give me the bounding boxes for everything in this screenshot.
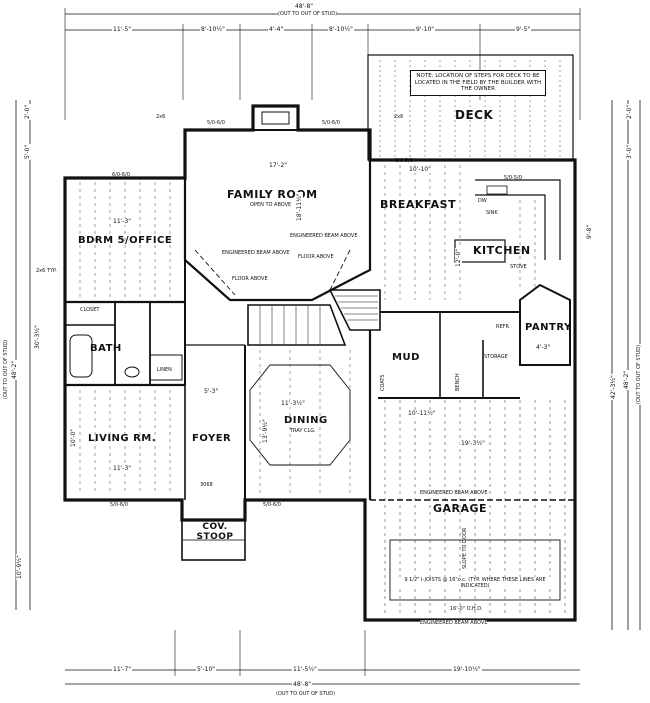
dining-note: TRAY CLG. [290,428,316,434]
living-room-dim: 11'-3" [112,465,133,472]
foyer-dim: 5'-3" [203,388,220,395]
dim-left-1: 2'-0" [24,103,31,120]
bottom-total-dim: 48'-8" [292,681,313,688]
window-tag-1: 2x6 [156,114,166,120]
slope-label: SLOPE TO DOOR [462,527,468,569]
dim-right-3: 9'-8" [586,223,593,240]
family-room-dim2: 18'-11½" [296,192,303,222]
window-tag-8: 5/0-6/0 [110,502,128,508]
stove-label: STOVE [510,264,527,270]
bedroom-dim: 11'-3" [112,218,133,225]
window-tag-5: 8/0-5/0 [395,158,413,164]
dim-right-1: 2'-0" [626,103,633,120]
dim-left-4: 10'-9½" [16,554,23,580]
bedroom-label: BDRM 5/OFFICE [78,235,173,246]
bath-label: BATH [90,343,122,354]
dim-bottom-3: 11'-5½" [292,666,318,673]
dim-left-3: 30'-3½" [34,324,41,350]
foyer-label: FOYER [192,433,232,444]
dining-dim: 11'-3½" [280,400,306,407]
dim-bottom-4: 19'-10½" [452,666,482,673]
right-total-sub: (OUT TO OUT OF STUD) [636,343,642,405]
garage-beam-note-2: ENGINEERED BEAM ABOVE [420,620,488,626]
living-room-dim2: 10'-0" [70,427,77,448]
deck-note: NOTE: LOCATION OF STEPS FOR DECK TO BE L… [410,70,546,96]
top-total-sub: (OUT TO OUT OF STUD) [278,11,338,17]
breakfast-label: BREAKFAST [380,198,457,211]
sink-label: SINK [486,210,498,216]
dim-bottom-2: 5'-10" [196,666,217,673]
dim-top-2: 8'-10½" [200,26,226,33]
stoop-label: COV. STOOP [196,522,234,542]
dim-right-2: 3'-0" [626,143,633,160]
dim-top-4: 8'-10½" [328,26,354,33]
family-room-note: OPEN TO ABOVE [250,202,292,208]
dim-top-6: 9'-5" [515,26,532,33]
garage-door-label: 16'-0" O.H.D. [450,606,483,612]
window-tag-6: 5/0-5/0 [504,175,522,181]
dining-dim2: 13'-9½" [262,418,269,444]
linen-label: LINEN [157,367,172,373]
right-total-dim: 48'-2" [623,369,630,390]
joists-note: 9 1/2" I-JOISTS @ 16"o.c. (TYP. WHERE TH… [395,577,555,589]
dim-left-2: 5'-0" [24,143,31,160]
dim-top-3: 4'-4" [268,26,285,33]
mud-label: MUD [392,352,420,363]
garage-dim: 19'-3½" [460,440,486,447]
refr-label: REFR [496,324,509,330]
typ-note: 2x6 TYP. [36,268,57,274]
bench-label: BENCH [455,373,461,391]
family-room-label: FAMILY ROOM [227,188,318,201]
window-tag-9: 5/0-6/0 [263,502,281,508]
eng-beam-label-2: ENGINEERED BEAM ABOVE [222,250,290,256]
family-room-dim: 17'-2" [268,162,289,169]
window-tag-4: 2x6 [394,114,404,120]
window-tag-7: 6/0-6/0 [112,172,130,178]
dim-bottom-1: 11'-7" [112,666,133,673]
garage-beam-note: ENGINEERED BEAM ABOVE [420,490,488,496]
deck-label: DECK [455,108,494,122]
floor-above-label-2: FLOOR ABOVE [232,276,268,282]
left-total-dim: 48'-2" [11,359,18,380]
storage-label: STORAGE [484,354,508,360]
dim-right-4: 42'-3½" [610,374,617,400]
pantry-dim: 4'-3" [535,344,552,351]
pantry-label: PANTRY [525,322,572,333]
window-tag-2: 5/0-6/0 [207,120,225,126]
dining-label: DINING [284,415,328,426]
breakfast-dim: 10'-10" [408,166,432,173]
mud-dim: 10'-11½" [407,410,437,417]
coats-label: COATS [380,374,386,391]
bottom-total-sub: (OUT TO OUT OF STUD) [276,691,336,697]
dw-label: DW [478,198,487,204]
dim-top-1: 11'-5" [112,26,133,33]
door-tag: 3068 [200,482,213,488]
closet-label: CLOSET [80,307,100,313]
garage-label: GARAGE [433,502,488,515]
dim-top-5: 9'-10" [415,26,436,33]
kitchen-label: KITCHEN [473,244,531,257]
window-tag-3: 5/0-6/0 [322,120,340,126]
top-total-dim: 48'-8" [294,3,315,10]
living-room-label: LIVING RM. [88,433,157,444]
floor-above-label-1: FLOOR ABOVE [298,254,334,260]
kitchen-dim: 12'-0" [455,247,462,268]
eng-beam-label-1: ENGINEERED BEAM ABOVE [290,233,358,239]
left-total-sub: (OUT TO OUT OF STUD) [3,338,9,400]
